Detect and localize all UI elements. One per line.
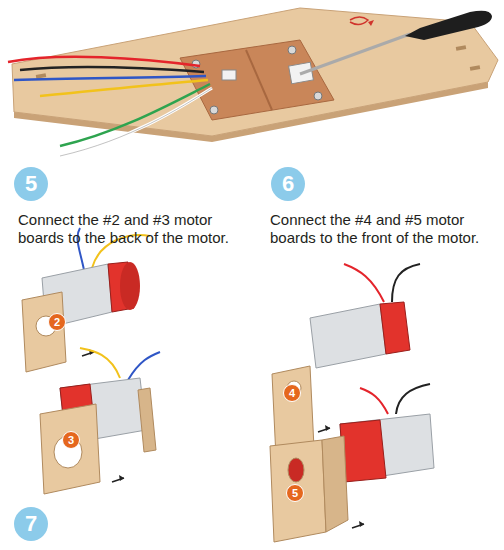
instruction-text: Connect the #4 and #5 motor boards to th… bbox=[270, 211, 502, 247]
step-number-text: 5 bbox=[25, 173, 37, 195]
step-number: 5 bbox=[14, 167, 48, 201]
callout-number-text: 2 bbox=[54, 317, 60, 328]
step-number: 7 bbox=[14, 507, 48, 541]
callout-number: 4 bbox=[283, 384, 301, 402]
callout-number: 5 bbox=[286, 484, 304, 502]
callout-number: 2 bbox=[48, 313, 66, 331]
step-number-text: 6 bbox=[282, 173, 294, 195]
step-number-text: 7 bbox=[25, 513, 37, 535]
callout-number: 3 bbox=[62, 431, 80, 449]
callout-number-text: 4 bbox=[289, 388, 295, 399]
instruction-text: Connect the #2 and #3 motor boards to th… bbox=[18, 211, 254, 247]
step-number: 6 bbox=[271, 167, 305, 201]
callout-number-text: 3 bbox=[68, 435, 74, 446]
callout-number-text: 5 bbox=[292, 488, 298, 499]
